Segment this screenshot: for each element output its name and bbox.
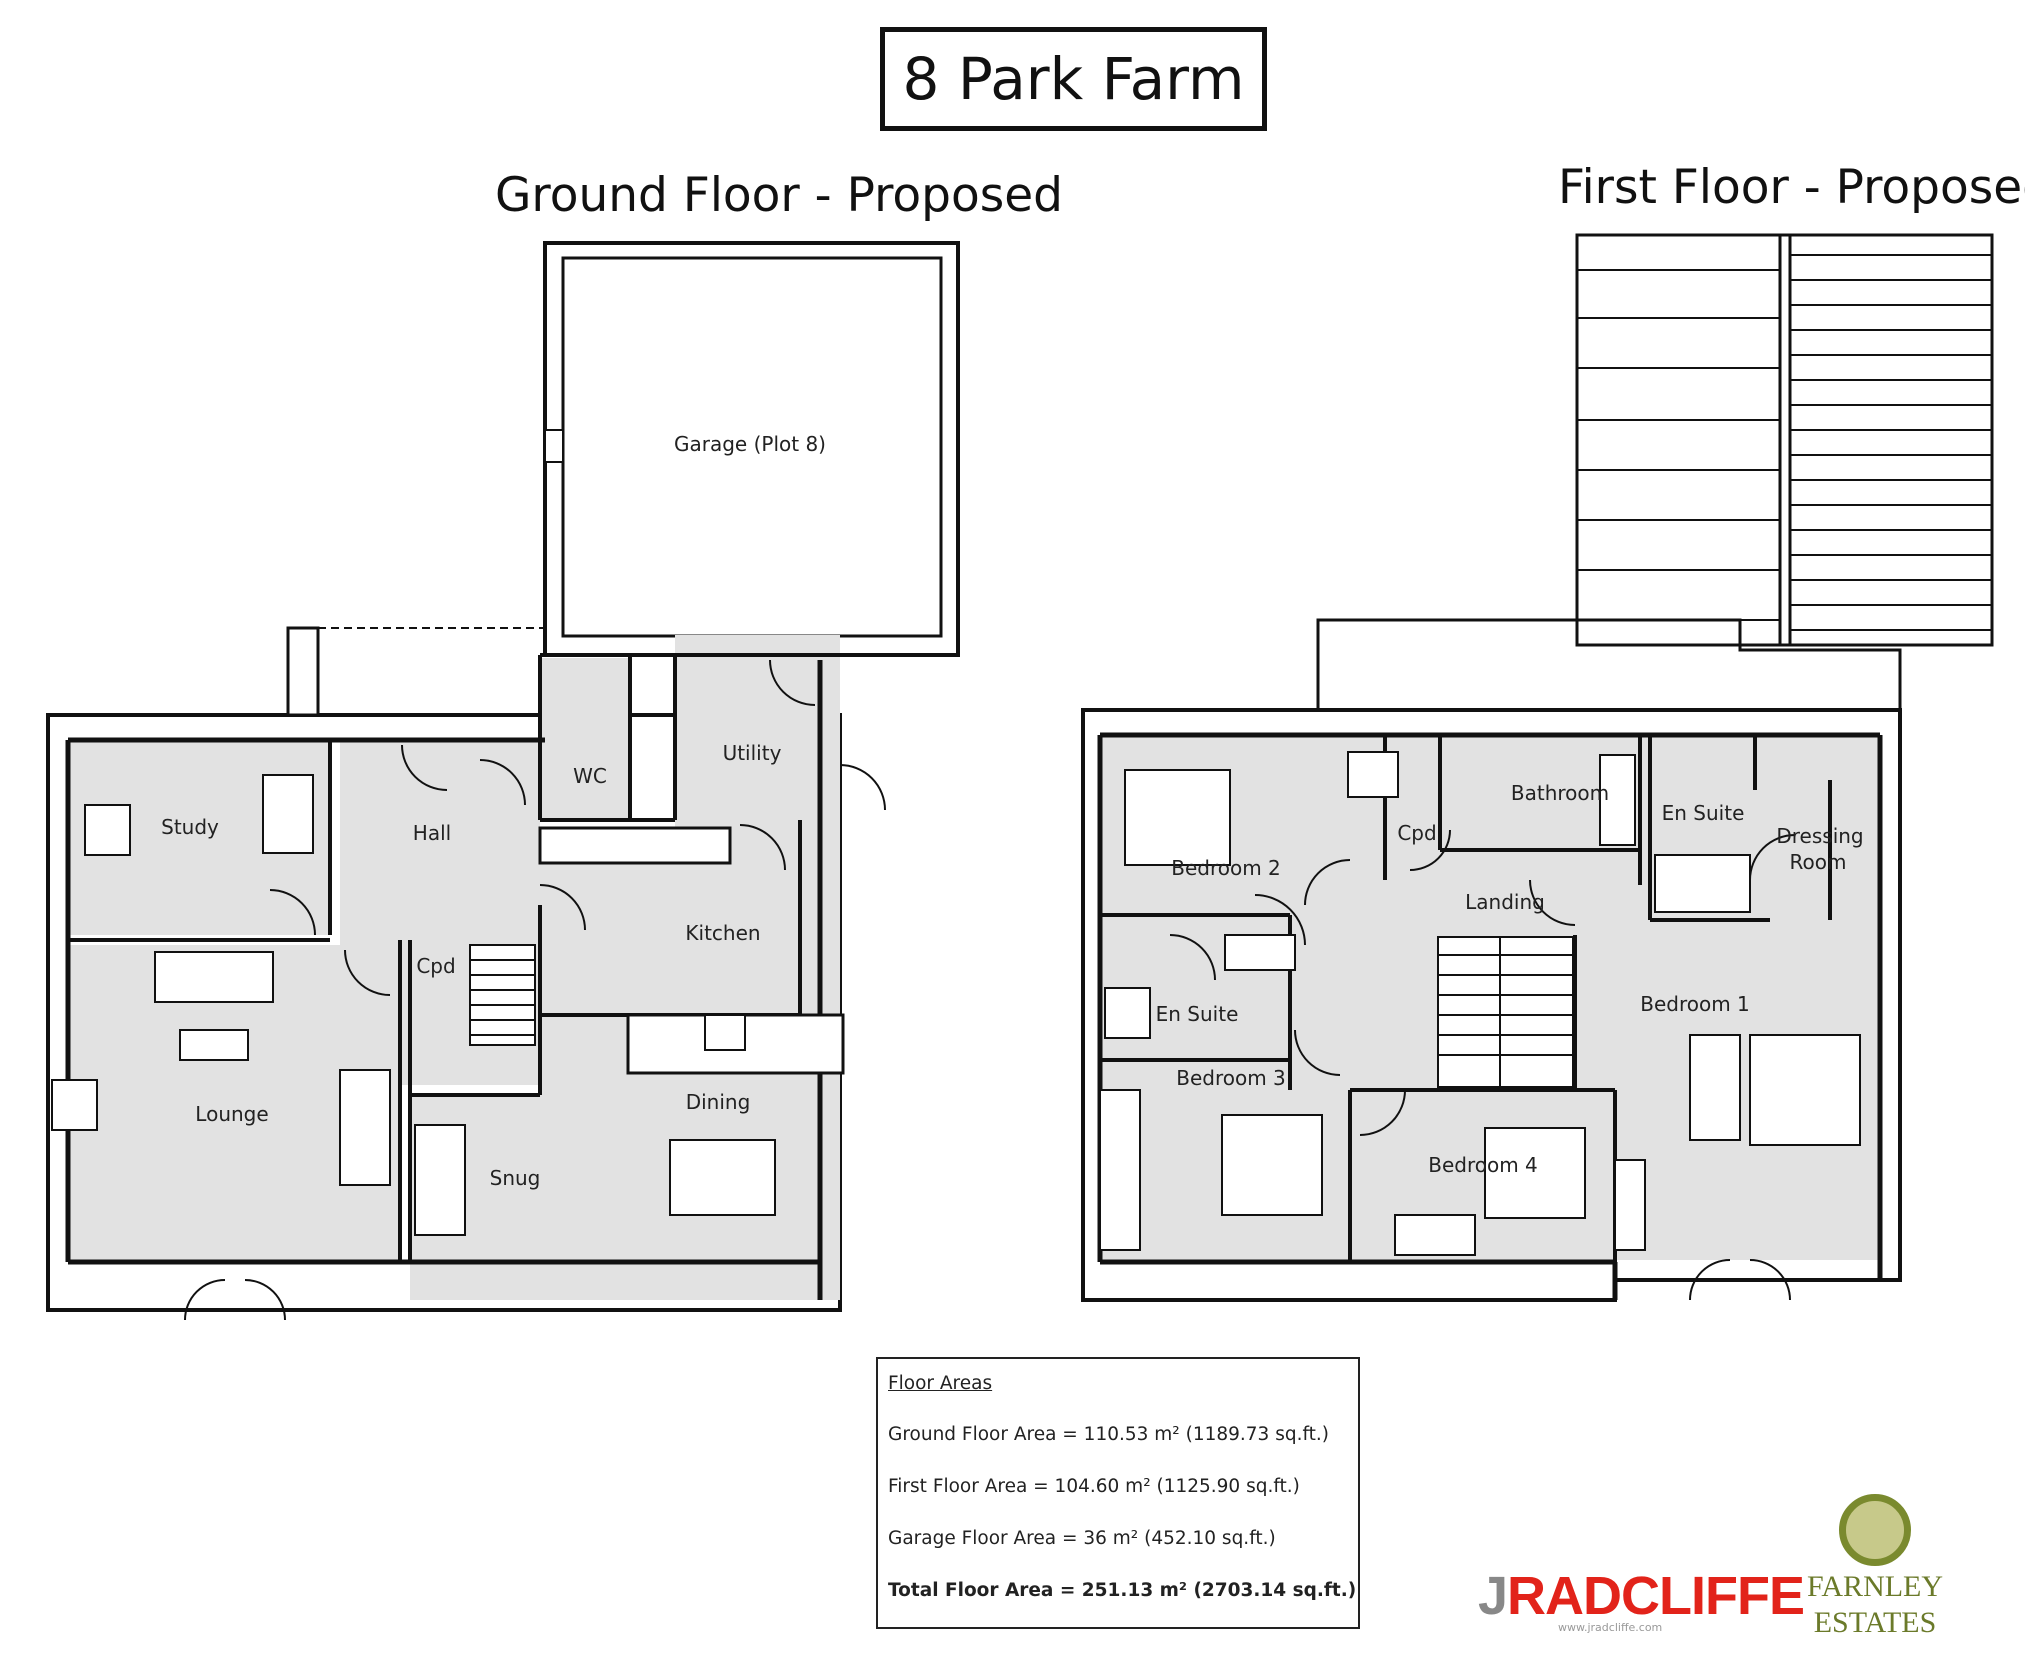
ground-floor-furniture xyxy=(51,774,776,1236)
room-label-bedroom-2: Bedroom 2 xyxy=(1171,856,1281,880)
first-floor-area: First Floor Area = 104.60 m² (1125.90 sq… xyxy=(888,1476,1300,1497)
page-title: 8 Park Farm xyxy=(880,27,1267,131)
room-label-kitchen: Kitchen xyxy=(685,921,760,945)
room-label-bathroom: Bathroom xyxy=(1511,781,1609,805)
floor-areas-box: Floor Areas Ground Floor Area = 110.53 m… xyxy=(876,1357,1360,1629)
room-label-study: Study xyxy=(161,815,219,839)
ground-floor-stairs xyxy=(469,944,536,1046)
radcliffe-logo-j: J xyxy=(1478,1566,1508,1626)
room-label-garage: Garage (Plot 8) xyxy=(674,432,826,456)
first-floor-heading: First Floor - Proposed xyxy=(1558,160,2025,215)
room-label-en-suite-1: En Suite xyxy=(1662,801,1745,825)
radcliffe-logo-word: RADCLIFFE xyxy=(1507,1566,1805,1626)
room-label-wc: WC xyxy=(573,764,607,788)
garage-roof xyxy=(1316,233,1994,710)
room-label-landing: Landing xyxy=(1465,890,1545,914)
room-label-en-suite-3: En Suite xyxy=(1156,1002,1239,1026)
room-label-bedroom-1: Bedroom 1 xyxy=(1640,992,1750,1016)
room-label-dining: Dining xyxy=(686,1090,751,1114)
room-label-bedroom-3: Bedroom 3 xyxy=(1176,1066,1286,1090)
farnley-name-line1: FARNLEY xyxy=(1806,1570,1944,1603)
total-floor-area: Total Floor Area = 251.13 m² (2703.14 sq… xyxy=(888,1580,1357,1601)
ground-floor-area: Ground Floor Area = 110.53 m² (1189.73 s… xyxy=(888,1424,1330,1445)
first-floor-plan xyxy=(1081,233,1994,1302)
room-label-utility: Utility xyxy=(723,741,782,765)
ground-floor-heading: Ground Floor - Proposed xyxy=(495,168,1063,223)
room-label-first-cpd: Cpd xyxy=(1397,821,1436,845)
room-label-dressing-room: Dressing xyxy=(1776,824,1863,848)
floor-areas-heading: Floor Areas xyxy=(888,1373,993,1394)
first-floor-stairs xyxy=(1437,936,1574,1088)
room-label-lounge: Lounge xyxy=(195,1102,268,1126)
farnley-name-line2: ESTATES xyxy=(1813,1606,1937,1639)
room-label-bedroom-4: Bedroom 4 xyxy=(1428,1153,1538,1177)
jradcliffe-logo: JRADCLIFFE www.jradcliffe.com xyxy=(1478,1565,1805,1645)
room-label-dressing-room-line2: Room xyxy=(1790,850,1847,874)
first-floor-furniture xyxy=(1099,751,1861,1256)
room-label-hall: Hall xyxy=(413,821,451,845)
ground-floor-plan xyxy=(46,241,960,1321)
farnley-seal-icon xyxy=(1839,1494,1911,1566)
room-label-snug: Snug xyxy=(490,1166,541,1190)
farnley-estates-logo: FARNLEY ESTATES xyxy=(1800,1494,1950,1644)
garage-floor-area: Garage Floor Area = 36 m² (452.10 sq.ft.… xyxy=(888,1528,1276,1549)
room-label-ground-cpd: Cpd xyxy=(416,954,455,978)
radcliffe-logo-url: www.jradcliffe.com xyxy=(1558,1621,1663,1634)
